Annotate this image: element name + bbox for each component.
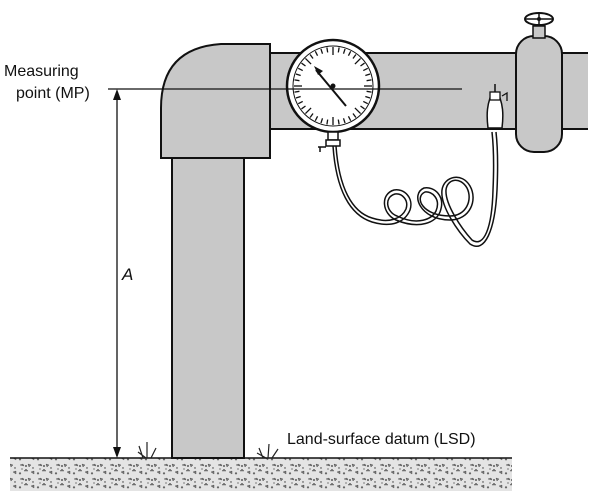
gauge-tick — [314, 50, 319, 57]
gauge-tick — [309, 113, 314, 118]
gauge-tick — [347, 50, 352, 57]
gauge-tick — [295, 73, 301, 77]
gauge-tick — [295, 95, 301, 99]
valve — [515, 12, 563, 153]
gauge-tick — [352, 113, 357, 118]
gauge-tick — [362, 67, 369, 72]
gauge-tick — [354, 107, 362, 115]
gauge-tick — [365, 73, 371, 77]
gauge-tick — [320, 48, 324, 54]
pipe-elbow — [160, 43, 271, 159]
air-line-fitting — [486, 84, 508, 129]
handwheel-icon — [524, 12, 554, 26]
gauge-tick — [314, 115, 319, 122]
gauge-tick — [337, 47, 340, 53]
air-line-hose — [332, 131, 499, 247]
land-surface-datum-label: Land-surface datum (LSD) — [287, 431, 476, 448]
gauge-tick — [347, 115, 352, 122]
gauge-tick — [297, 67, 304, 72]
gauge-tick — [360, 105, 365, 110]
well-casing-vertical — [171, 157, 245, 459]
measuring-point-label-line1: Measuring — [4, 63, 79, 80]
gauge-tick — [354, 57, 362, 65]
gauge-tick — [304, 57, 312, 65]
grass-tuft-left — [137, 442, 157, 459]
gauge-tick — [366, 79, 372, 82]
gauge-tick — [304, 107, 312, 115]
gauge-tick — [366, 90, 372, 93]
gauge-tick — [352, 54, 357, 59]
gauge-tick — [326, 119, 329, 125]
gauge-tick — [365, 95, 371, 99]
gauge-tick — [320, 118, 324, 124]
gauge-tick — [360, 62, 365, 67]
grass-tuft-right — [256, 443, 279, 459]
dimension-a-label: A — [121, 265, 133, 284]
gauge-tick — [337, 119, 340, 125]
gauge-tick — [301, 62, 306, 67]
gauge-tick — [326, 47, 329, 53]
dimension-a-arrow — [113, 89, 121, 458]
gauge-tick — [297, 100, 304, 105]
measuring-point-label-line2: point (MP) — [16, 85, 90, 102]
gauge-ticks — [294, 47, 372, 125]
gauge-tick — [301, 105, 306, 110]
pressure-gauge — [285, 38, 381, 152]
ground-surface — [10, 457, 512, 491]
gauge-tick — [362, 100, 369, 105]
gauge-tick — [309, 54, 314, 59]
gauge-tick — [294, 79, 300, 82]
gauge-tick — [294, 90, 300, 93]
gauge-needle — [315, 69, 347, 107]
gauge-tick — [342, 118, 346, 124]
gauge-tick — [342, 48, 346, 54]
